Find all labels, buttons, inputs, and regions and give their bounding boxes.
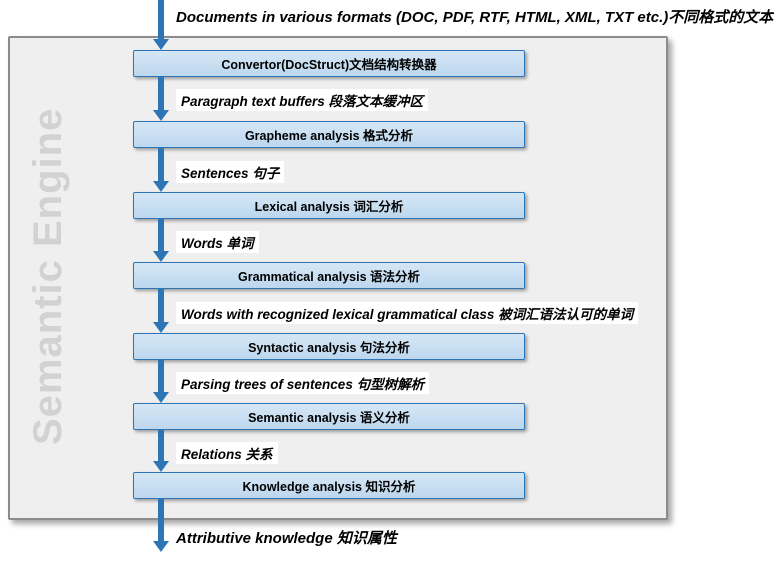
stage-semantic-analysis: Semantic analysis 语义分析 bbox=[133, 403, 525, 430]
arrow-shaft bbox=[158, 499, 164, 541]
arrow-head bbox=[153, 392, 169, 403]
flow-label-parsing-trees: Parsing trees of sentences 句型树解析 bbox=[176, 372, 430, 394]
stage-syntactic-analysis: Syntactic analysis 句法分析 bbox=[133, 333, 525, 360]
flow-label-relations: Relations 关系 bbox=[176, 442, 278, 464]
engine-title: Semantic Engine bbox=[26, 107, 70, 445]
arrow-head bbox=[153, 181, 169, 192]
flow-down-arrow-5 bbox=[153, 360, 169, 403]
flow-down-arrow-1 bbox=[153, 77, 169, 121]
arrow-head bbox=[153, 110, 169, 121]
flow-down-arrow-4 bbox=[153, 289, 169, 333]
arrow-head bbox=[153, 322, 169, 333]
stage-grapheme-analysis: Grapheme analysis 格式分析 bbox=[133, 121, 525, 148]
flow-down-arrow-3 bbox=[153, 219, 169, 262]
arrow-shaft bbox=[158, 430, 164, 461]
arrow-shaft bbox=[158, 219, 164, 251]
arrow-shaft bbox=[158, 0, 164, 39]
arrow-shaft bbox=[158, 289, 164, 322]
stage-lexical-analysis: Lexical analysis 词汇分析 bbox=[133, 192, 525, 219]
arrow-head bbox=[153, 39, 169, 50]
arrow-head bbox=[153, 251, 169, 262]
arrow-shaft bbox=[158, 148, 164, 181]
output-down-arrow bbox=[153, 499, 169, 552]
input-down-arrow bbox=[153, 0, 169, 50]
arrow-shaft bbox=[158, 360, 164, 392]
arrow-head bbox=[153, 541, 169, 552]
stage-knowledge-analysis: Knowledge analysis 知识分析 bbox=[133, 472, 525, 499]
flow-down-arrow-2 bbox=[153, 148, 169, 192]
output-label: Attributive knowledge 知识属性 bbox=[176, 530, 397, 547]
input-label: Documents in various formats (DOC, PDF, … bbox=[176, 9, 774, 26]
flow-label-recognized-words: Words with recognized lexical grammatica… bbox=[176, 302, 639, 324]
flow-down-arrow-6 bbox=[153, 430, 169, 472]
flow-label-paragraph-buffers: Paragraph text buffers 段落文本缓冲区 bbox=[176, 89, 429, 111]
stage-grammatical-analysis: Grammatical analysis 语法分析 bbox=[133, 262, 525, 289]
stage-convertor: Convertor(DocStruct)文档结构转换器 bbox=[133, 50, 525, 77]
flow-label-words: Words 单词 bbox=[176, 231, 259, 253]
arrow-shaft bbox=[158, 77, 164, 110]
arrow-head bbox=[153, 461, 169, 472]
flow-label-sentences: Sentences 句子 bbox=[176, 161, 285, 183]
